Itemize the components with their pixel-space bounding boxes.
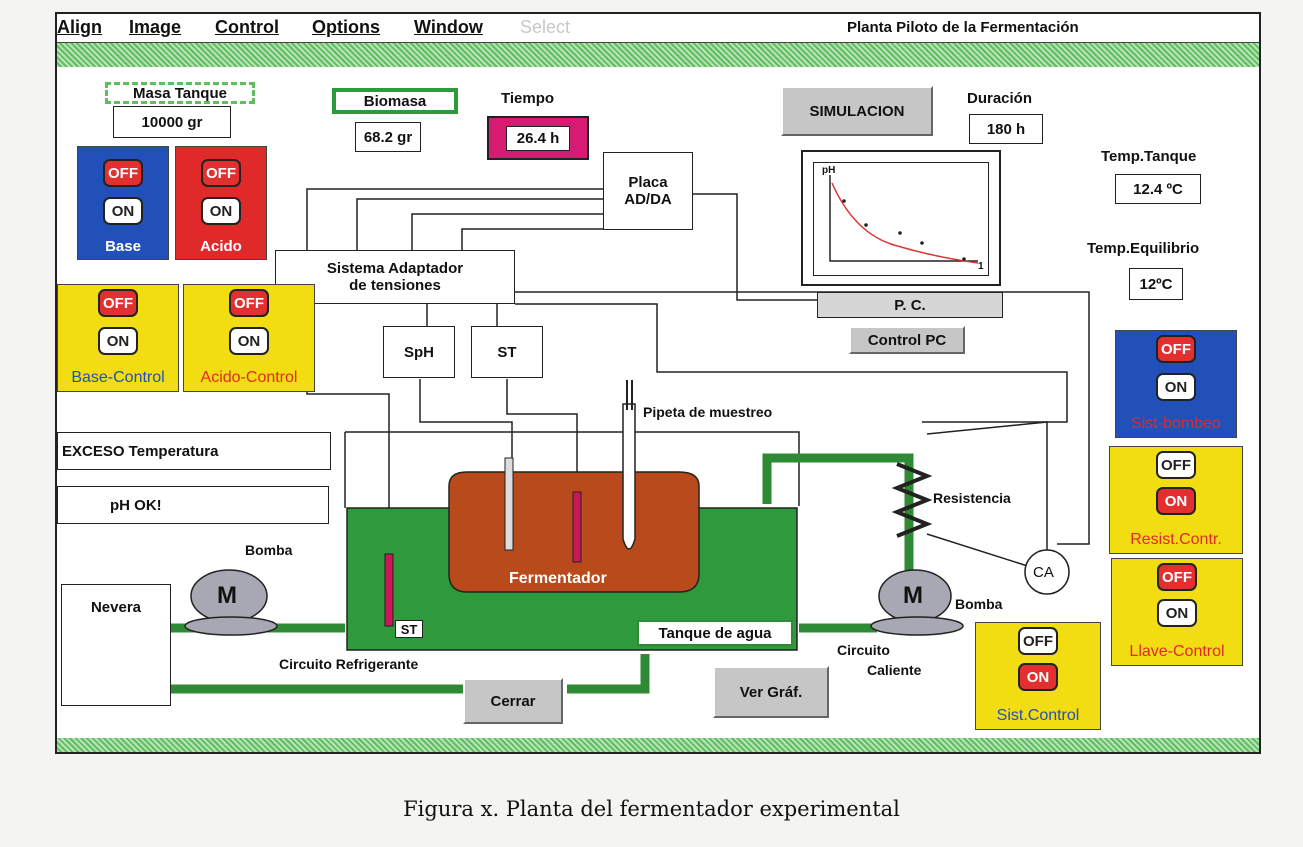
- sist-control-label: Sist.Control: [996, 707, 1080, 724]
- sist-bombeo-on-button[interactable]: ON: [1156, 373, 1196, 401]
- pump-left-label: Bomba: [245, 542, 293, 558]
- llave-control-on-button[interactable]: ON: [1157, 599, 1197, 627]
- tiempo-value: 26.4 h: [505, 125, 571, 151]
- sist-control-on-button[interactable]: ON: [1018, 663, 1058, 691]
- menu-select[interactable]: Select: [520, 17, 571, 37]
- plot-axis-one: 1: [978, 261, 984, 272]
- ver-graf-button[interactable]: Ver Gráf.: [713, 666, 829, 718]
- placa-label-1: Placa: [628, 174, 668, 191]
- resist-contr-panel: OFF ON Resist.Contr.: [1109, 446, 1243, 554]
- simulacion-button[interactable]: SIMULACION: [781, 86, 933, 136]
- temp-tanque-value: 12.4 ºC: [1115, 174, 1201, 204]
- nevera-box: Nevera: [61, 584, 171, 706]
- resist-contr-label: Resist.Contr.: [1130, 531, 1222, 548]
- acido-panel-label: Acido: [200, 238, 242, 255]
- acido-control-on-button[interactable]: ON: [229, 327, 269, 355]
- sist-bombeo-label: Sist-bombeo: [1131, 415, 1221, 432]
- bottom-stripe: [57, 738, 1259, 752]
- process-diagram: [132, 188, 1090, 694]
- pipeta-label: Pipeta de muestreo: [643, 404, 773, 420]
- menu-window[interactable]: Window: [414, 17, 483, 37]
- base-control-label: Base-Control: [71, 369, 165, 386]
- base-off-button[interactable]: OFF: [103, 159, 143, 187]
- base-on-button[interactable]: ON: [103, 197, 143, 225]
- temp-equilibrio-label: Temp.Equilibrio: [1087, 240, 1200, 257]
- llave-control-panel: OFF ON Llave-Control: [1111, 558, 1243, 666]
- base-panel: OFF ON Base: [77, 146, 169, 260]
- base-control-panel: OFF ON Base-Control: [57, 284, 179, 392]
- biomasa-value: 68.2 gr: [355, 122, 421, 152]
- placa-ad-da: Placa AD/DA: [603, 152, 693, 230]
- acido-off-button[interactable]: OFF: [201, 159, 241, 187]
- sistema-adaptador: Sistema Adaptador de tensiones: [275, 250, 515, 304]
- exceso-status: EXCESO Temperatura: [57, 432, 331, 470]
- sph-box: SpH: [383, 326, 455, 378]
- menu-bar: Align Image Control Options Window Selec…: [57, 14, 1259, 43]
- pump-left-motor: M: [217, 582, 237, 609]
- circuito-caliente-label-2: Caliente: [867, 662, 922, 678]
- figure-caption: Figura x. Planta del fermentador experim…: [403, 797, 900, 821]
- llave-control-label: Llave-Control: [1129, 643, 1225, 660]
- sist-control-off-button[interactable]: OFF: [1018, 627, 1058, 655]
- acido-control-off-button[interactable]: OFF: [229, 289, 269, 317]
- st-box: ST: [471, 326, 543, 378]
- resistencia-label: Resistencia: [933, 490, 1011, 506]
- pc-monitor: pH 1: [801, 150, 1001, 286]
- ph-plot: [829, 175, 979, 264]
- sist-bombeo-panel: OFF ON Sist-bombeo: [1115, 330, 1237, 438]
- duracion-value: 180 h: [969, 114, 1043, 144]
- ca-label: CA: [1033, 564, 1054, 581]
- acido-on-button[interactable]: ON: [201, 197, 241, 225]
- resist-contr-on-button[interactable]: ON: [1156, 487, 1196, 515]
- masa-tanque-label: Masa Tanque: [105, 82, 255, 104]
- menu-image[interactable]: Image: [129, 17, 182, 37]
- adaptador-label-2: de tensiones: [349, 277, 441, 294]
- acido-control-label: Acido-Control: [200, 369, 298, 386]
- duracion-label: Duración: [967, 90, 1033, 107]
- menu-align[interactable]: Align: [57, 17, 102, 37]
- main-window: Align Image Control Options Window Selec…: [55, 12, 1261, 754]
- plot-ph-label: pH: [822, 165, 836, 176]
- llave-control-off-button[interactable]: OFF: [1157, 563, 1197, 591]
- window-title: Planta Piloto de la Fermentación: [847, 19, 1079, 36]
- top-stripe: [57, 43, 1259, 67]
- cerrar-button[interactable]: Cerrar: [463, 678, 563, 724]
- ph-status: pH OK!: [57, 486, 329, 524]
- circuito-refrigerante-label: Circuito Refrigerante: [279, 656, 419, 672]
- sist-bombeo-off-button[interactable]: OFF: [1156, 335, 1196, 363]
- tanque-agua-label: Tanque de agua: [637, 620, 793, 646]
- menu-options[interactable]: Options: [312, 17, 380, 37]
- menu-control[interactable]: Control: [215, 17, 279, 37]
- base-control-on-button[interactable]: ON: [98, 327, 138, 355]
- acido-control-panel: OFF ON Acido-Control: [183, 284, 315, 392]
- monitor-screen: pH 1: [813, 162, 989, 276]
- placa-label-2: AD/DA: [624, 191, 672, 208]
- sist-control-panel: OFF ON Sist.Control: [975, 622, 1101, 730]
- pc-base: P. C.: [817, 292, 1003, 318]
- tiempo-label: Tiempo: [501, 90, 555, 107]
- base-control-off-button[interactable]: OFF: [98, 289, 138, 317]
- control-pc-button[interactable]: Control PC: [849, 326, 965, 354]
- pump-right-label: Bomba: [955, 596, 1003, 612]
- fermentador-label: Fermentador: [509, 570, 607, 587]
- masa-tanque-value: 10000 gr: [113, 106, 231, 138]
- resist-contr-off-button[interactable]: OFF: [1156, 451, 1196, 479]
- st-probe-label: ST: [395, 620, 423, 638]
- acido-panel: OFF ON Acido: [175, 146, 267, 260]
- adaptador-label-1: Sistema Adaptador: [326, 260, 464, 277]
- circuito-caliente-label-1: Circuito: [837, 642, 890, 658]
- base-panel-label: Base: [105, 238, 141, 255]
- temp-tanque-label: Temp.Tanque: [1101, 148, 1197, 165]
- pump-right-motor: M: [903, 582, 923, 609]
- biomasa-label: Biomasa: [332, 88, 458, 114]
- tiempo-display: 26.4 h: [487, 116, 589, 160]
- temp-equilibrio-value: 12ºC: [1129, 268, 1183, 300]
